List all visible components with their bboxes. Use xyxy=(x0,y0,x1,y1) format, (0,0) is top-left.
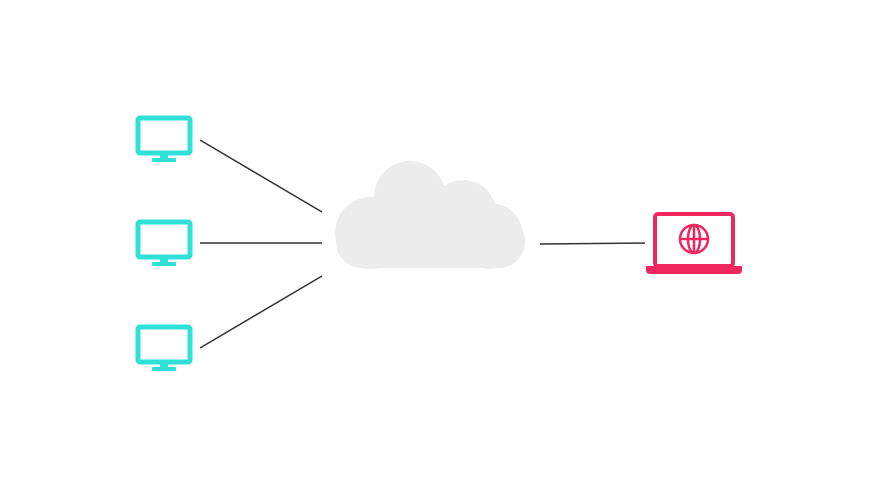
client-monitor-2 xyxy=(135,219,193,266)
client-monitor-1 xyxy=(135,115,193,162)
connectors xyxy=(199,139,646,349)
globe-icon xyxy=(678,223,710,255)
laptop-globe-icon xyxy=(646,212,742,274)
connector-client-3 xyxy=(199,275,323,349)
desktop-monitor-icon xyxy=(135,219,193,266)
desktop-monitor-icon xyxy=(135,324,193,371)
client-monitor-3 xyxy=(135,324,193,371)
desktop-monitor-icon xyxy=(135,115,193,162)
connector-client-1 xyxy=(199,139,323,213)
server-laptop xyxy=(646,212,742,274)
connector-server xyxy=(539,242,646,245)
cloud-icon xyxy=(335,161,525,269)
